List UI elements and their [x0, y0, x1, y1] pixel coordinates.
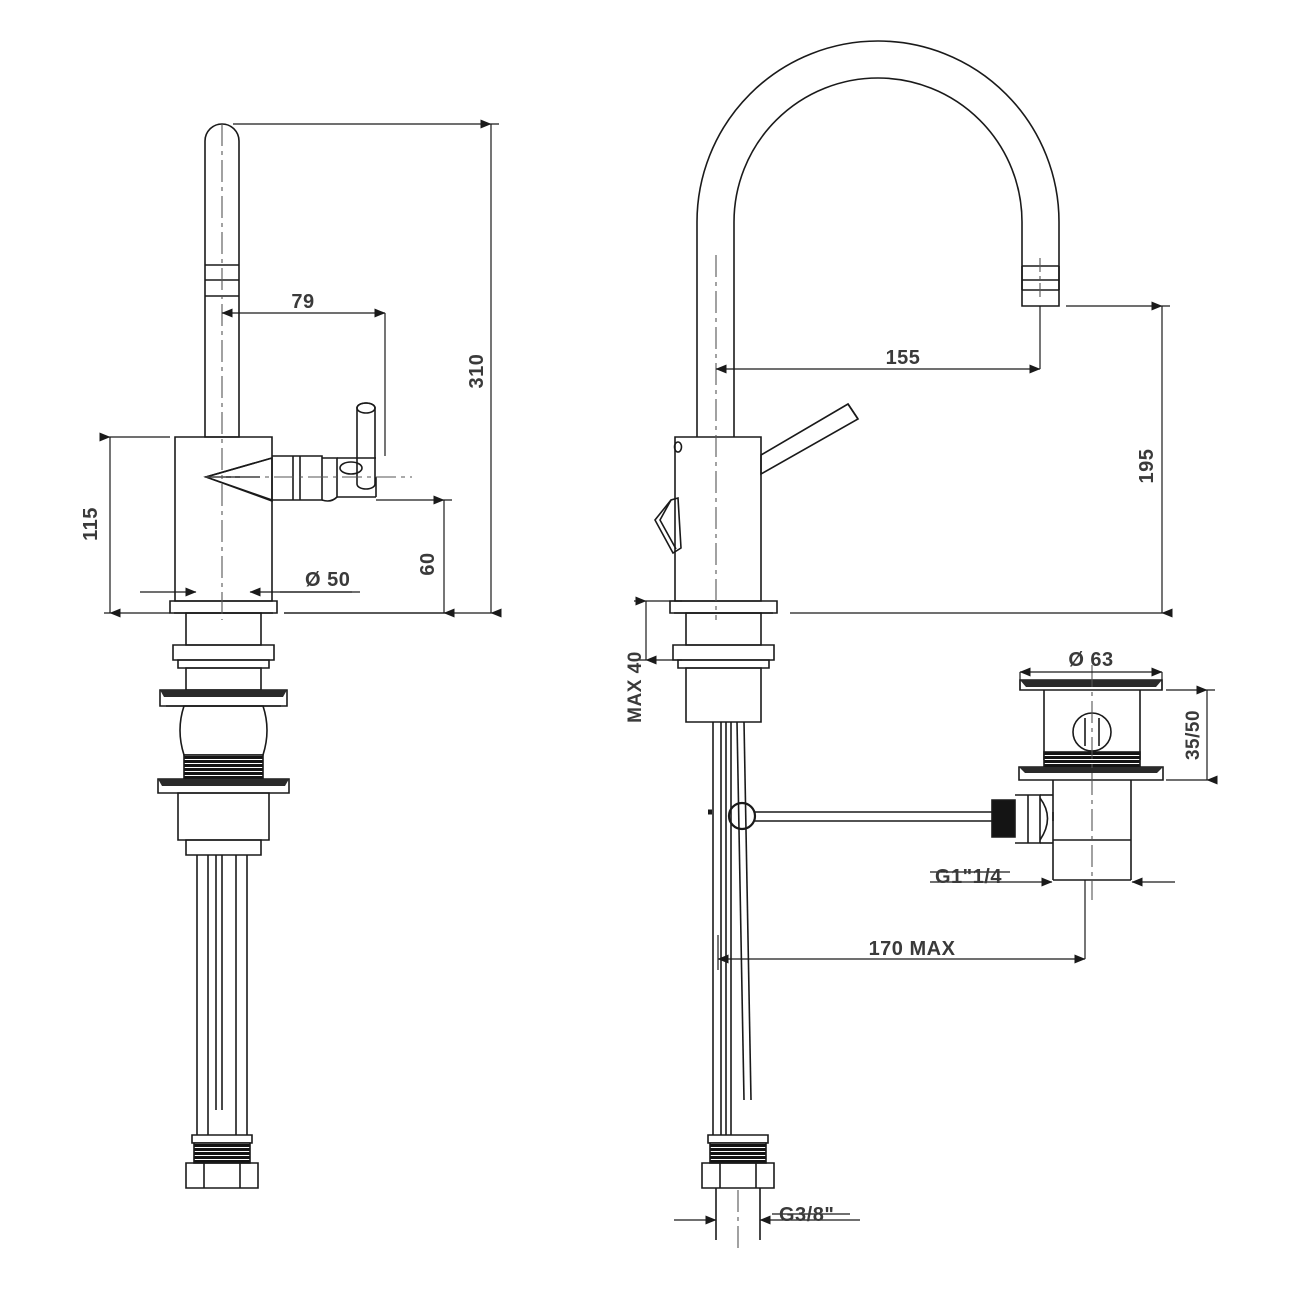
- dim-60: [284, 495, 455, 618]
- dim-195: [790, 301, 1173, 618]
- dim-label-3550: 35/50: [1183, 710, 1204, 760]
- dim-310: [233, 119, 502, 618]
- centerline-right-view: [715, 255, 1093, 1252]
- dim-label-max40: MAX 40: [625, 651, 646, 723]
- lower-gasket-front: [158, 779, 289, 786]
- right-view-dimension-set: [634, 301, 1218, 1225]
- dim-label-d63: Ø 63: [1068, 649, 1113, 671]
- hose-thread-front: [194, 1143, 250, 1163]
- dim-115: [99, 432, 170, 618]
- right-view-faucet-side: [654, 40, 1164, 1252]
- dim-label-g38: G3/8": [779, 1204, 834, 1226]
- dim-label-79: 79: [291, 291, 314, 313]
- left-view-faucet-front: [157, 123, 412, 1189]
- mounting-stack-side: [672, 612, 775, 723]
- dim-g114: [930, 871, 1175, 887]
- pivot-ball-nut: [991, 794, 1053, 844]
- lift-rod-side: [654, 496, 682, 555]
- dim-d63: [1019, 667, 1163, 690]
- dim-label-155: 155: [886, 347, 921, 369]
- dim-label-170max: 170 MAX: [869, 938, 956, 960]
- dim-3550: [1166, 685, 1218, 785]
- lock-nut-front: [184, 755, 263, 779]
- handle-lever-side: [760, 402, 860, 476]
- pivot-rod-side: [755, 811, 992, 822]
- valve-cone-front: [203, 456, 273, 503]
- dim-label-g114: G1"1/4: [935, 866, 1002, 888]
- waste-gasket-top: [1020, 680, 1162, 687]
- handle-hub-front: [272, 455, 376, 502]
- left-view-dimension-set: [99, 119, 502, 618]
- popup-waste-assembly: [1018, 679, 1164, 881]
- dim-label-310: 310: [466, 354, 488, 389]
- deck-flange-side: [669, 600, 778, 614]
- hose-fittings-front: [191, 1134, 253, 1144]
- dimension-text-layer: 79 310 115 60 Ø 50 155 195 MAX 40 Ø 63 3…: [80, 291, 1204, 1226]
- hose-fittings-side: [707, 1134, 769, 1144]
- dim-label-d50: Ø 50: [305, 569, 350, 591]
- dim-label-60: 60: [417, 552, 439, 575]
- dim-label-115: 115: [80, 507, 102, 541]
- tailpiece-front: [177, 792, 270, 856]
- hose-thread-side: [710, 1143, 766, 1163]
- dim-170max: [717, 880, 1086, 970]
- gooseneck-spout-side: [696, 40, 1060, 437]
- hose-hex-nut-side: [701, 1162, 775, 1189]
- handle-lever-front: [339, 402, 377, 497]
- hose-hex-nut-front: [185, 1162, 259, 1189]
- waste-gasket-bottom: [1019, 767, 1163, 773]
- clevis-ring-side: [708, 801, 757, 831]
- rubber-gasket-front: [160, 690, 287, 697]
- dim-max40: [634, 596, 682, 665]
- supply-hoses-side: [712, 721, 752, 1135]
- waste-thread-band: [1044, 752, 1140, 768]
- supply-tails-side: [715, 1188, 761, 1240]
- dim-g38: [674, 1213, 860, 1225]
- spacer-sleeve-front: [179, 705, 268, 756]
- mixer-body-side: [673, 436, 762, 602]
- dim-155: [715, 306, 1041, 374]
- dim-label-195: 195: [1136, 449, 1158, 484]
- deck-flange-front: [169, 600, 278, 614]
- supply-hoses-front: [196, 855, 248, 1135]
- dim-79: [221, 308, 386, 456]
